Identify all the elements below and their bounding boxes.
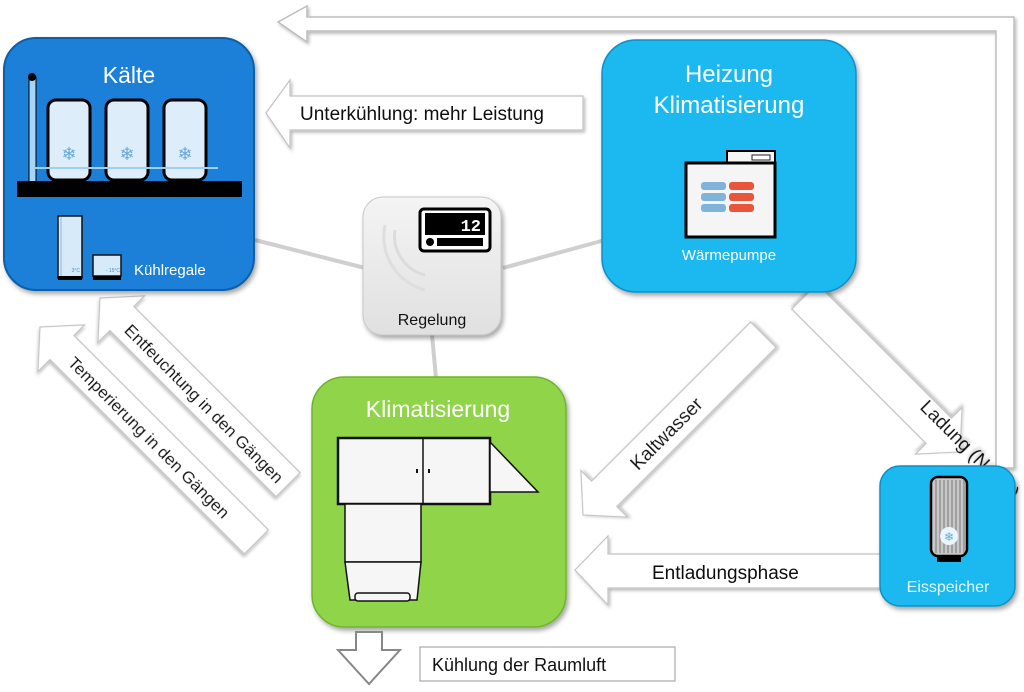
arrow-label-temperierung: Temperierung in den Gängen xyxy=(64,353,233,522)
snowflake-icon: ❄ xyxy=(61,144,76,164)
node-eisspeicher: ❄ Eisspeicher xyxy=(879,465,1016,607)
down-arrow-icon xyxy=(335,631,403,686)
connector-kaelte-regelung xyxy=(254,238,366,270)
heizung-title-line1: Heizung xyxy=(685,61,773,88)
air-handling-unit-icon xyxy=(336,436,540,602)
connector-regelung-klima xyxy=(430,334,438,379)
arrow-entladung: Entladungsphase xyxy=(574,534,886,607)
heat-pump-icon xyxy=(684,150,777,239)
freezer-temp: - 15°C xyxy=(106,268,121,274)
kuehlung-label: Kühlung der Raumluft xyxy=(432,655,606,675)
node-heizung: Heizung Klimatisierung Wärmepumpe xyxy=(601,39,857,293)
kuehlung-label-box xyxy=(419,646,676,682)
heizung-title-line2: Klimatisierung xyxy=(654,92,805,119)
fridge-temp: 3°C xyxy=(72,268,81,274)
snowflake-icon: ❄ xyxy=(944,530,954,544)
arrow-label-entfeuchtung: Entfeuchtung in den Gängen xyxy=(121,321,287,487)
controller-display-value: 12 xyxy=(461,218,481,237)
node-kaelte: Kälte ❄ ❄ ❄ 3°C - 15°C Kühlregale xyxy=(3,37,255,291)
output-arrow-kuehlung: Kühlung der Raumluft xyxy=(335,631,676,686)
arrow-label-unterkuehlung: Unterkühlung: mehr Leistung xyxy=(300,104,544,125)
ice-storage-tank-icon: ❄ xyxy=(929,475,969,562)
arrow-label-entladung: Entladungsphase xyxy=(652,563,799,584)
control-connectors xyxy=(254,238,606,379)
kaelte-sublabel: Kühlregale xyxy=(134,262,206,279)
freezer-cabinets-icon: ❄ ❄ ❄ xyxy=(17,98,242,197)
controller-display-icon: 12 xyxy=(418,207,492,253)
connector-heizung-regelung xyxy=(502,238,606,270)
arrow-unterkuehlung: Unterkühlung: mehr Leistung xyxy=(265,78,584,150)
eisspeicher-label: Eisspeicher xyxy=(907,579,990,596)
arrow-kaltwasser: Kaltwasser xyxy=(580,321,777,518)
regelung-label: Regelung xyxy=(398,312,467,329)
node-klimatisierung: Klimatisierung xyxy=(311,376,567,628)
node-regelung: 12 Regelung xyxy=(362,196,502,336)
klimatisierung-title: Klimatisierung xyxy=(366,396,510,422)
snowflake-icon: ❄ xyxy=(119,144,134,164)
fridge-icons: 3°C - 15°C xyxy=(57,215,122,280)
kaelte-title: Kälte xyxy=(103,62,155,88)
snowflake-icon: ❄ xyxy=(177,144,192,164)
heizung-sublabel: Wärmepumpe xyxy=(682,247,776,264)
